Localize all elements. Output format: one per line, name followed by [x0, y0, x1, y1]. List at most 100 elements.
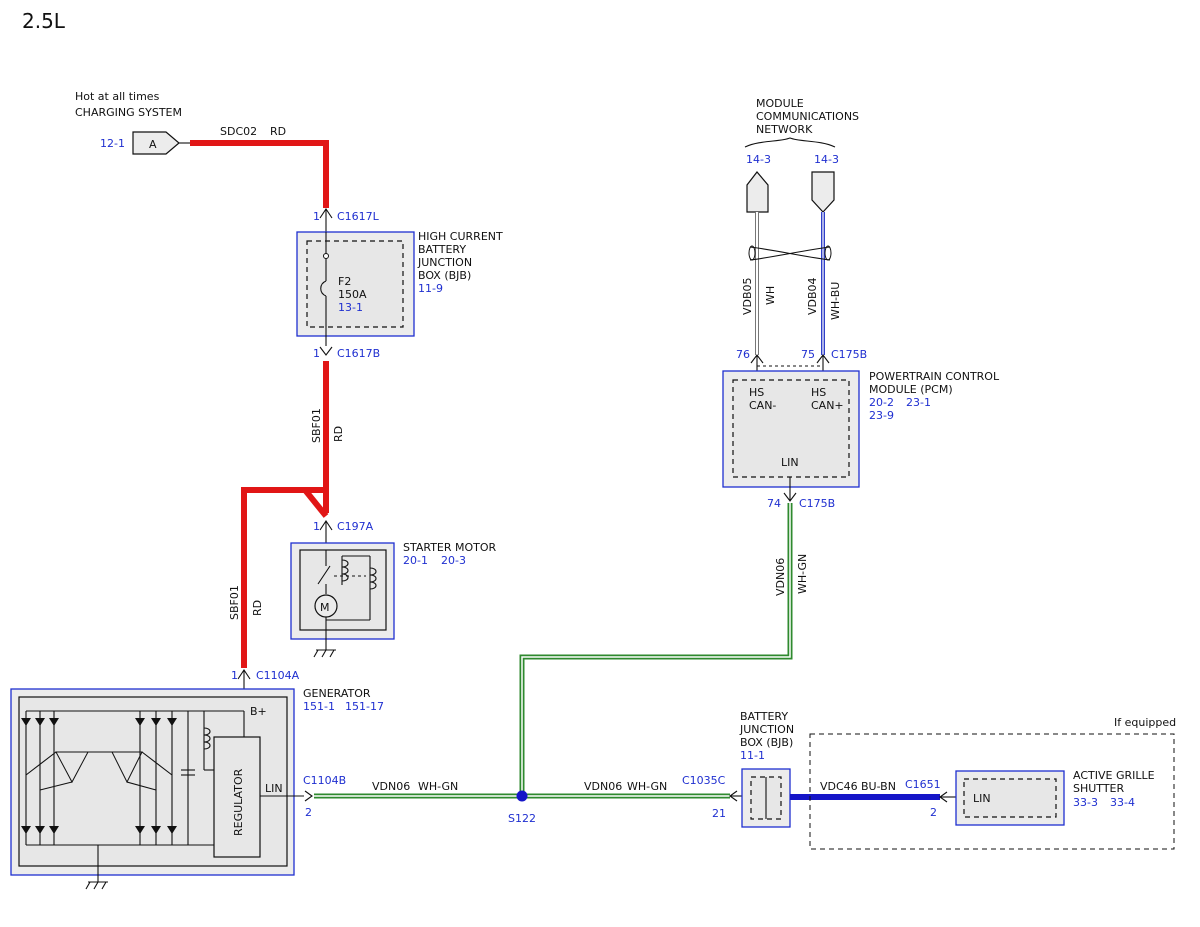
twisted-pair-symbol [748, 245, 832, 261]
pcm-label-2: MODULE (PCM) [869, 383, 953, 396]
bjb-battery-label-2: JUNCTION [739, 723, 794, 736]
connector-c197a-symbol [319, 520, 333, 543]
generator-bplus-label: B+ [250, 705, 267, 718]
c1104a-pin: 1 [231, 669, 238, 682]
pcm-inner [732, 379, 850, 478]
generator-ref-2[interactable]: 151-17 [345, 700, 384, 713]
splice-s122-label[interactable]: S122 [508, 812, 536, 825]
c1651-pin: 2 [930, 806, 937, 819]
bjb-battery-ref[interactable]: 11-1 [740, 749, 765, 762]
network-connector-left [746, 171, 769, 213]
network-label-2: COMMUNICATIONS [756, 110, 859, 123]
wire-sdc02-circuit: SDC02 [220, 125, 257, 138]
charging-system-ref[interactable]: 12-1 [100, 137, 125, 150]
wire-sbf01-lower [241, 487, 326, 668]
splice-s122-dot[interactable] [516, 790, 528, 802]
wire-vdn06-vertical-color: WH-GN [796, 554, 809, 594]
engine-label: 2.5L [22, 9, 66, 33]
fuse-f2-symbol [320, 232, 329, 346]
fuse-f2-rating: 150A [338, 288, 367, 301]
starter-motor-ref-1[interactable]: 20-1 [403, 554, 428, 567]
network-ref-right[interactable]: 14-3 [814, 153, 839, 166]
wire-sdc02 [190, 140, 329, 208]
bjb-hc-label-2: BATTERY [418, 243, 466, 256]
c1035c-name[interactable]: C1035C [682, 774, 726, 787]
c1104a-name[interactable]: C1104A [256, 669, 300, 682]
c175b-pin-75: 75 [801, 348, 815, 361]
wire-sbf01-lower-color: RD [251, 600, 264, 616]
starter-motor-m-symbol: M [320, 601, 330, 614]
generator-lin-label: LIN [265, 782, 283, 795]
wire-vdn06-right-circuit: VDN06 [584, 780, 622, 793]
wire-sbf01-upper-circuit: SBF01 [310, 408, 323, 443]
if-equipped-region [809, 733, 1175, 850]
c1617b-name[interactable]: C1617B [337, 347, 380, 360]
starter-motor-ref-2[interactable]: 20-3 [441, 554, 466, 567]
pcm-ref-1[interactable]: 20-2 [869, 396, 894, 409]
pcm-can-plus: CAN+ [811, 399, 844, 412]
c1104b-name[interactable]: C1104B [303, 774, 346, 787]
c1104b-pin: 2 [305, 806, 312, 819]
connector-c1617l-symbol [319, 208, 333, 232]
wire-vdb05-circuit: VDB05 [741, 277, 754, 315]
c175b-top-name[interactable]: C175B [831, 348, 867, 361]
bjb-hc-label-3: JUNCTION [417, 256, 472, 269]
c197a-name[interactable]: C197A [337, 520, 374, 533]
grille-shutter-lin: LIN [973, 792, 991, 805]
grille-shutter-label-1: ACTIVE GRILLE [1073, 769, 1155, 782]
bjb-battery-label-3: BOX (BJB) [740, 736, 793, 749]
pcm-can-minus: CAN- [749, 399, 776, 412]
connector-c175b-bottom-symbol [783, 477, 797, 502]
pcm-label-1: POWERTRAIN CONTROL [869, 370, 1000, 383]
bjb-high-current-inner [306, 240, 404, 328]
bjb-hc-ref[interactable]: 11-9 [418, 282, 443, 295]
wire-vdb04-color: WH-BU [829, 282, 842, 320]
wire-vdb04-circuit: VDB04 [806, 277, 819, 315]
generator-regulator-label: REGULATOR [232, 768, 245, 836]
wire-vdn06-vertical-circuit: VDN06 [774, 558, 787, 596]
wire-sbf01-upper-color: RD [332, 426, 345, 442]
wire-sbf01-junction [302, 488, 329, 518]
bjb-hc-label-4: BOX (BJB) [418, 269, 471, 282]
wire-sbf01-lower-circuit: SBF01 [228, 585, 241, 620]
c197a-pin: 1 [313, 520, 320, 533]
grille-shutter-label-2: SHUTTER [1073, 782, 1125, 795]
wire-vdb05-color: WH [764, 286, 777, 305]
c1035c-pin: 21 [712, 807, 726, 820]
starter-motor-label: STARTER MOTOR [403, 541, 497, 554]
fuse-f2-ref[interactable]: 13-1 [338, 301, 363, 314]
network-label-1: MODULE [756, 97, 804, 110]
pcm-hs-left: HS [749, 386, 764, 399]
network-label-3: NETWORK [756, 123, 813, 136]
network-ref-left[interactable]: 14-3 [746, 153, 771, 166]
generator-ref-1[interactable]: 151-1 [303, 700, 335, 713]
c175b-pin-74: 74 [767, 497, 781, 510]
c1617b-pin: 1 [313, 347, 320, 360]
wire-vdc46-color: BU-BN [861, 780, 896, 793]
bjb-hc-label-1: HIGH CURRENT [418, 230, 503, 243]
c1617l-name[interactable]: C1617L [337, 210, 380, 223]
connector-a-letter: A [149, 138, 157, 151]
connector-a-symbol [132, 131, 190, 155]
wire-vdn06-right-color: WH-GN [627, 780, 667, 793]
c1651-name[interactable]: C1651 [905, 778, 941, 791]
if-equipped-label: If equipped [1114, 716, 1176, 729]
starter-motor-inner [299, 549, 387, 631]
network-brace [744, 137, 836, 148]
pcm-ref-3[interactable]: 23-9 [869, 409, 894, 422]
c175b-bottom-name[interactable]: C175B [799, 497, 835, 510]
starter-motor-internals [313, 550, 377, 658]
pcm-ref-2[interactable]: 23-1 [906, 396, 931, 409]
grille-shutter-ref-1[interactable]: 33-3 [1073, 796, 1098, 809]
grille-shutter-ref-2[interactable]: 33-4 [1110, 796, 1135, 809]
charging-system-label: CHARGING SYSTEM [75, 106, 182, 119]
generator-label: GENERATOR [303, 687, 371, 700]
generator-internals [21, 710, 304, 890]
wire-vdn06-left-color: WH-GN [418, 780, 458, 793]
connector-c1035c-symbol [729, 790, 742, 802]
wire-vdn06-left-circuit: VDN06 [372, 780, 410, 793]
wire-vdn06-vertical [519, 503, 793, 796]
c1617l-pin: 1 [313, 210, 320, 223]
wire-vdc46-circuit: VDC46 [820, 780, 858, 793]
